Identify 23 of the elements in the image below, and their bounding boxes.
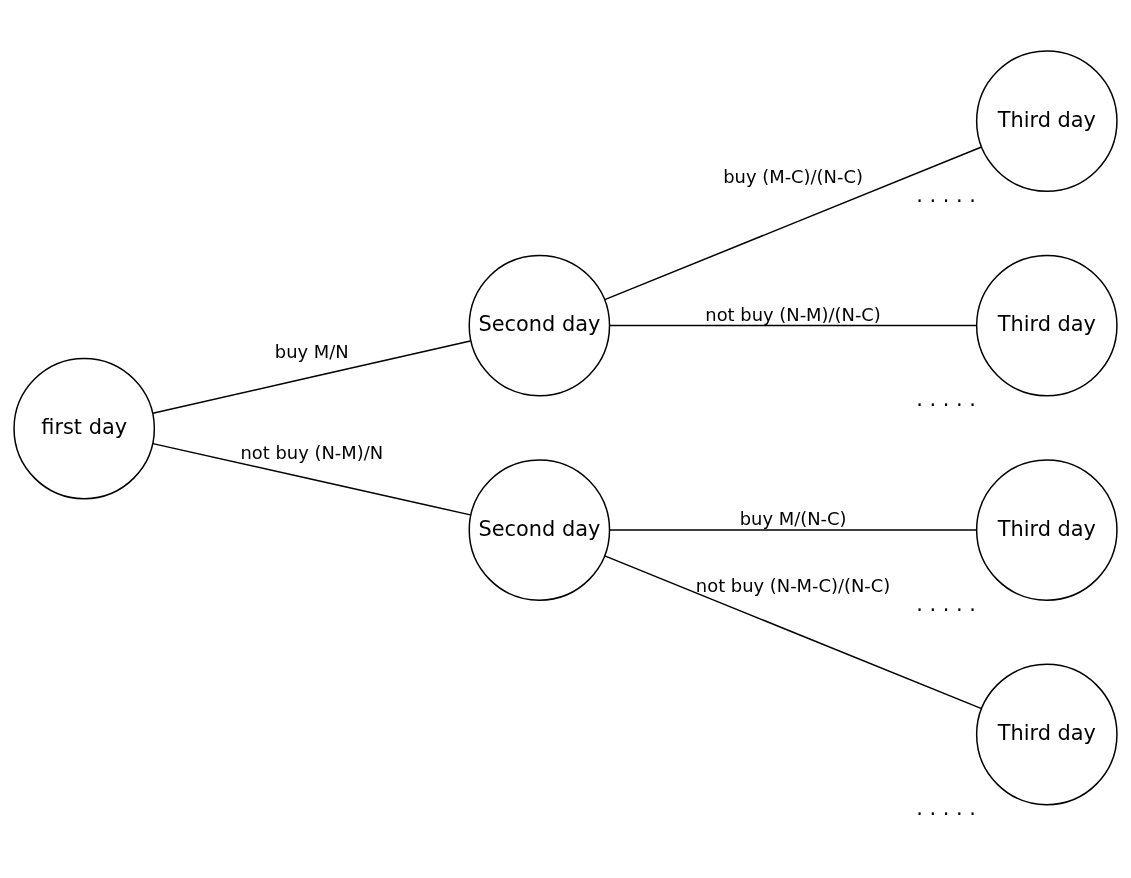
connector xyxy=(604,146,983,301)
node-circle: Third day xyxy=(975,50,1118,192)
edge-label: not buy (N-M)/N xyxy=(240,442,384,464)
node-circle: Third day xyxy=(975,459,1118,601)
connector xyxy=(609,529,977,531)
connector xyxy=(152,340,472,414)
node-label: · · · · · xyxy=(916,802,976,827)
edge-label: not buy (N-M)/(N-C) xyxy=(705,303,881,325)
node-label: · · · · · xyxy=(916,597,976,622)
node-label: · · · · · xyxy=(916,393,976,418)
node-circle: Third day xyxy=(975,254,1118,397)
node-circle: Second day xyxy=(468,254,611,397)
edge-label: buy M/N xyxy=(274,340,349,362)
connector xyxy=(609,324,977,327)
edge-label: not buy (N-M-C)/(N-C) xyxy=(695,575,891,597)
connector xyxy=(152,442,472,516)
node-circle: Third day xyxy=(975,663,1118,806)
node-circle: first day xyxy=(13,357,156,500)
node-label: · · · · · xyxy=(916,188,976,213)
node-circle: Second day xyxy=(468,459,611,601)
edge-label: buy (M-C)/(N-C) xyxy=(723,166,863,188)
edge-label: buy M/(N-C) xyxy=(739,507,847,529)
connector xyxy=(604,555,983,710)
